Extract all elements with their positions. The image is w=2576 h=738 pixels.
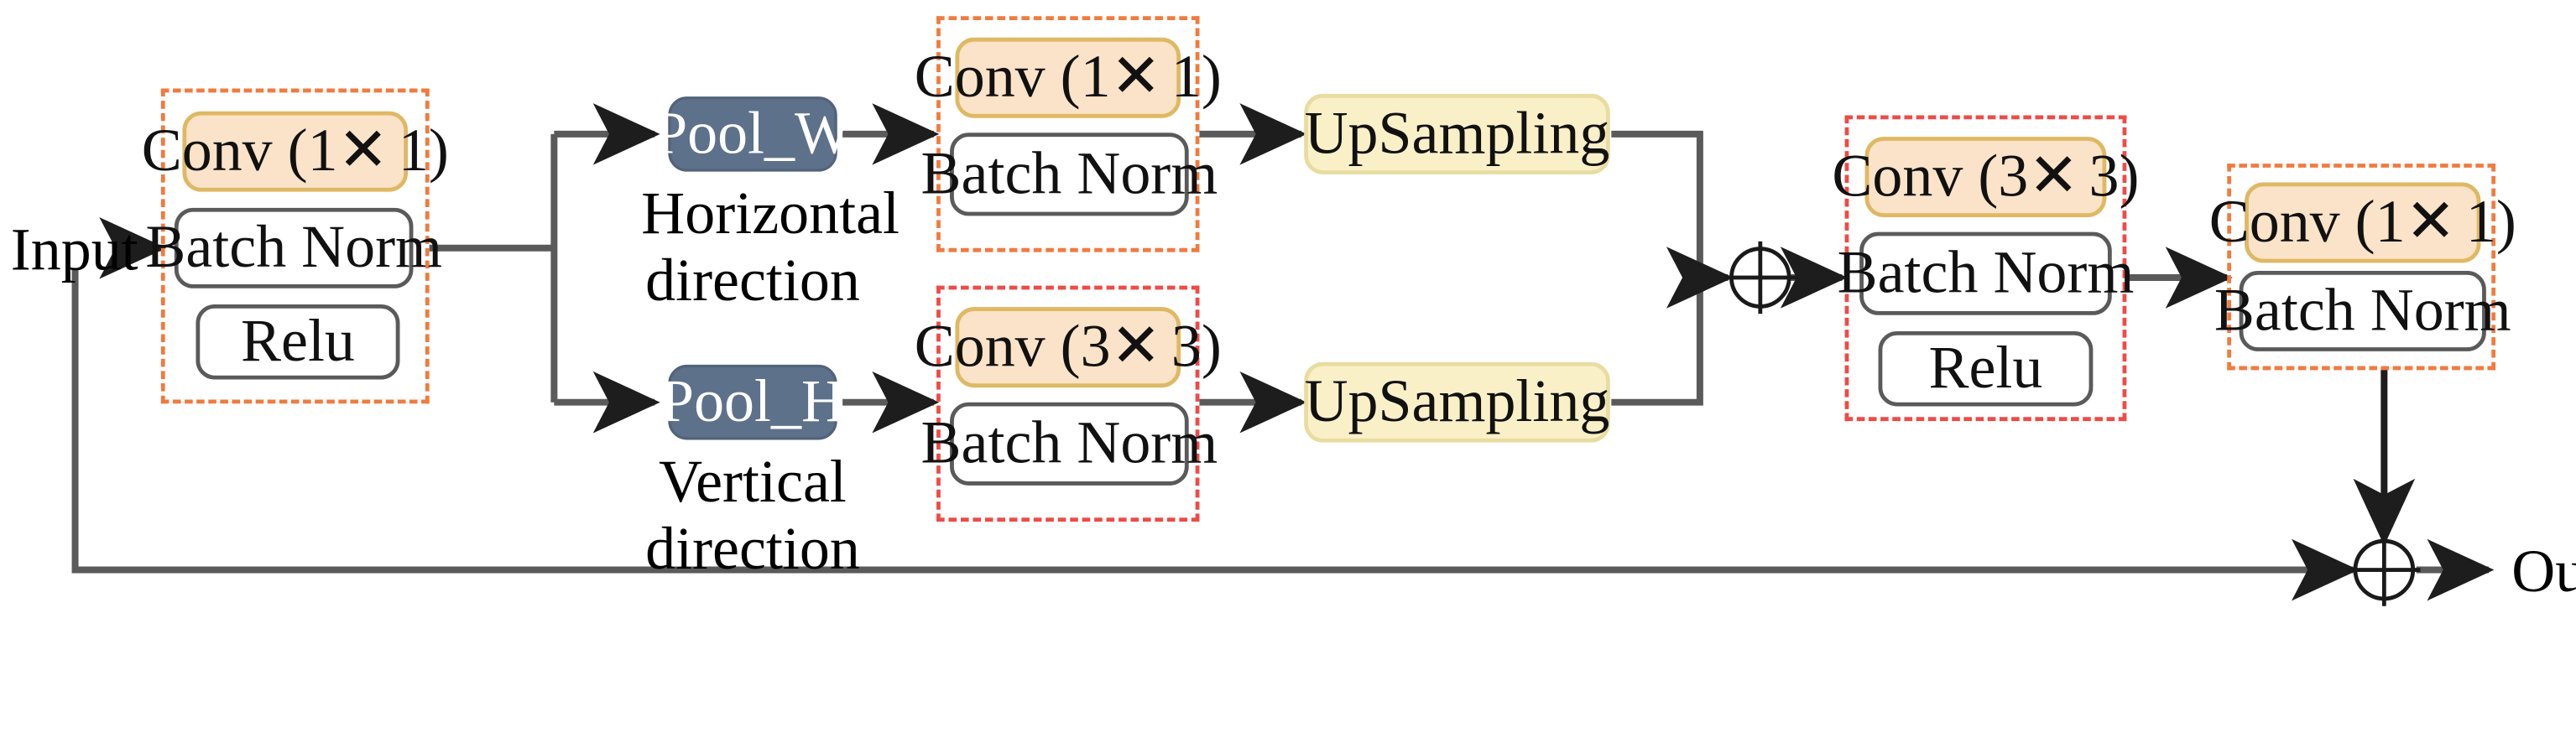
pool-h-caption: Vertical direction: [645, 448, 860, 583]
upsampling-bottom-box[interactable]: UpSampling: [1304, 361, 1610, 443]
output-label: Output: [2511, 538, 2576, 605]
bottom-branch-conv-box[interactable]: Conv (3✕ 3): [915, 307, 1222, 388]
final-batchnorm-box[interactable]: Batch Norm: [2214, 270, 2511, 351]
pool-h-box[interactable]: Pool_H: [660, 364, 845, 440]
top-branch-group-frame: [936, 16, 1200, 252]
post-batchnorm-box[interactable]: Batch Norm: [1838, 231, 2134, 315]
residual-add-operator: [2353, 538, 2416, 601]
top-branch-conv-box[interactable]: Conv (1✕ 1): [915, 37, 1222, 118]
stem-group-frame: [160, 88, 430, 404]
merge-add-operator: [1729, 247, 1791, 309]
upsampling-top-box[interactable]: UpSampling: [1304, 93, 1610, 174]
stem-relu-box[interactable]: Relu: [196, 304, 400, 380]
bottom-branch-group-frame: [936, 285, 1200, 522]
post-relu-box[interactable]: Relu: [1878, 330, 2094, 407]
top-branch-batchnorm-box[interactable]: Batch Norm: [921, 133, 1218, 216]
bottom-branch-batchnorm-box[interactable]: Batch Norm: [921, 402, 1218, 486]
input-label: Input: [10, 216, 138, 283]
post-conv-box[interactable]: Conv (3✕ 3): [1832, 137, 2139, 218]
post-group-frame: [1844, 115, 2127, 422]
stem-batchnorm-box[interactable]: Batch Norm: [145, 207, 442, 288]
final-conv-box[interactable]: Conv (1✕ 1): [2209, 182, 2516, 263]
final-group-frame: [2227, 164, 2496, 371]
pool-w-box[interactable]: Pool_W: [654, 96, 852, 172]
stem-conv-box[interactable]: Conv (1✕ 1): [142, 111, 449, 192]
pool-w-caption: Horizontal direction: [641, 179, 900, 314]
